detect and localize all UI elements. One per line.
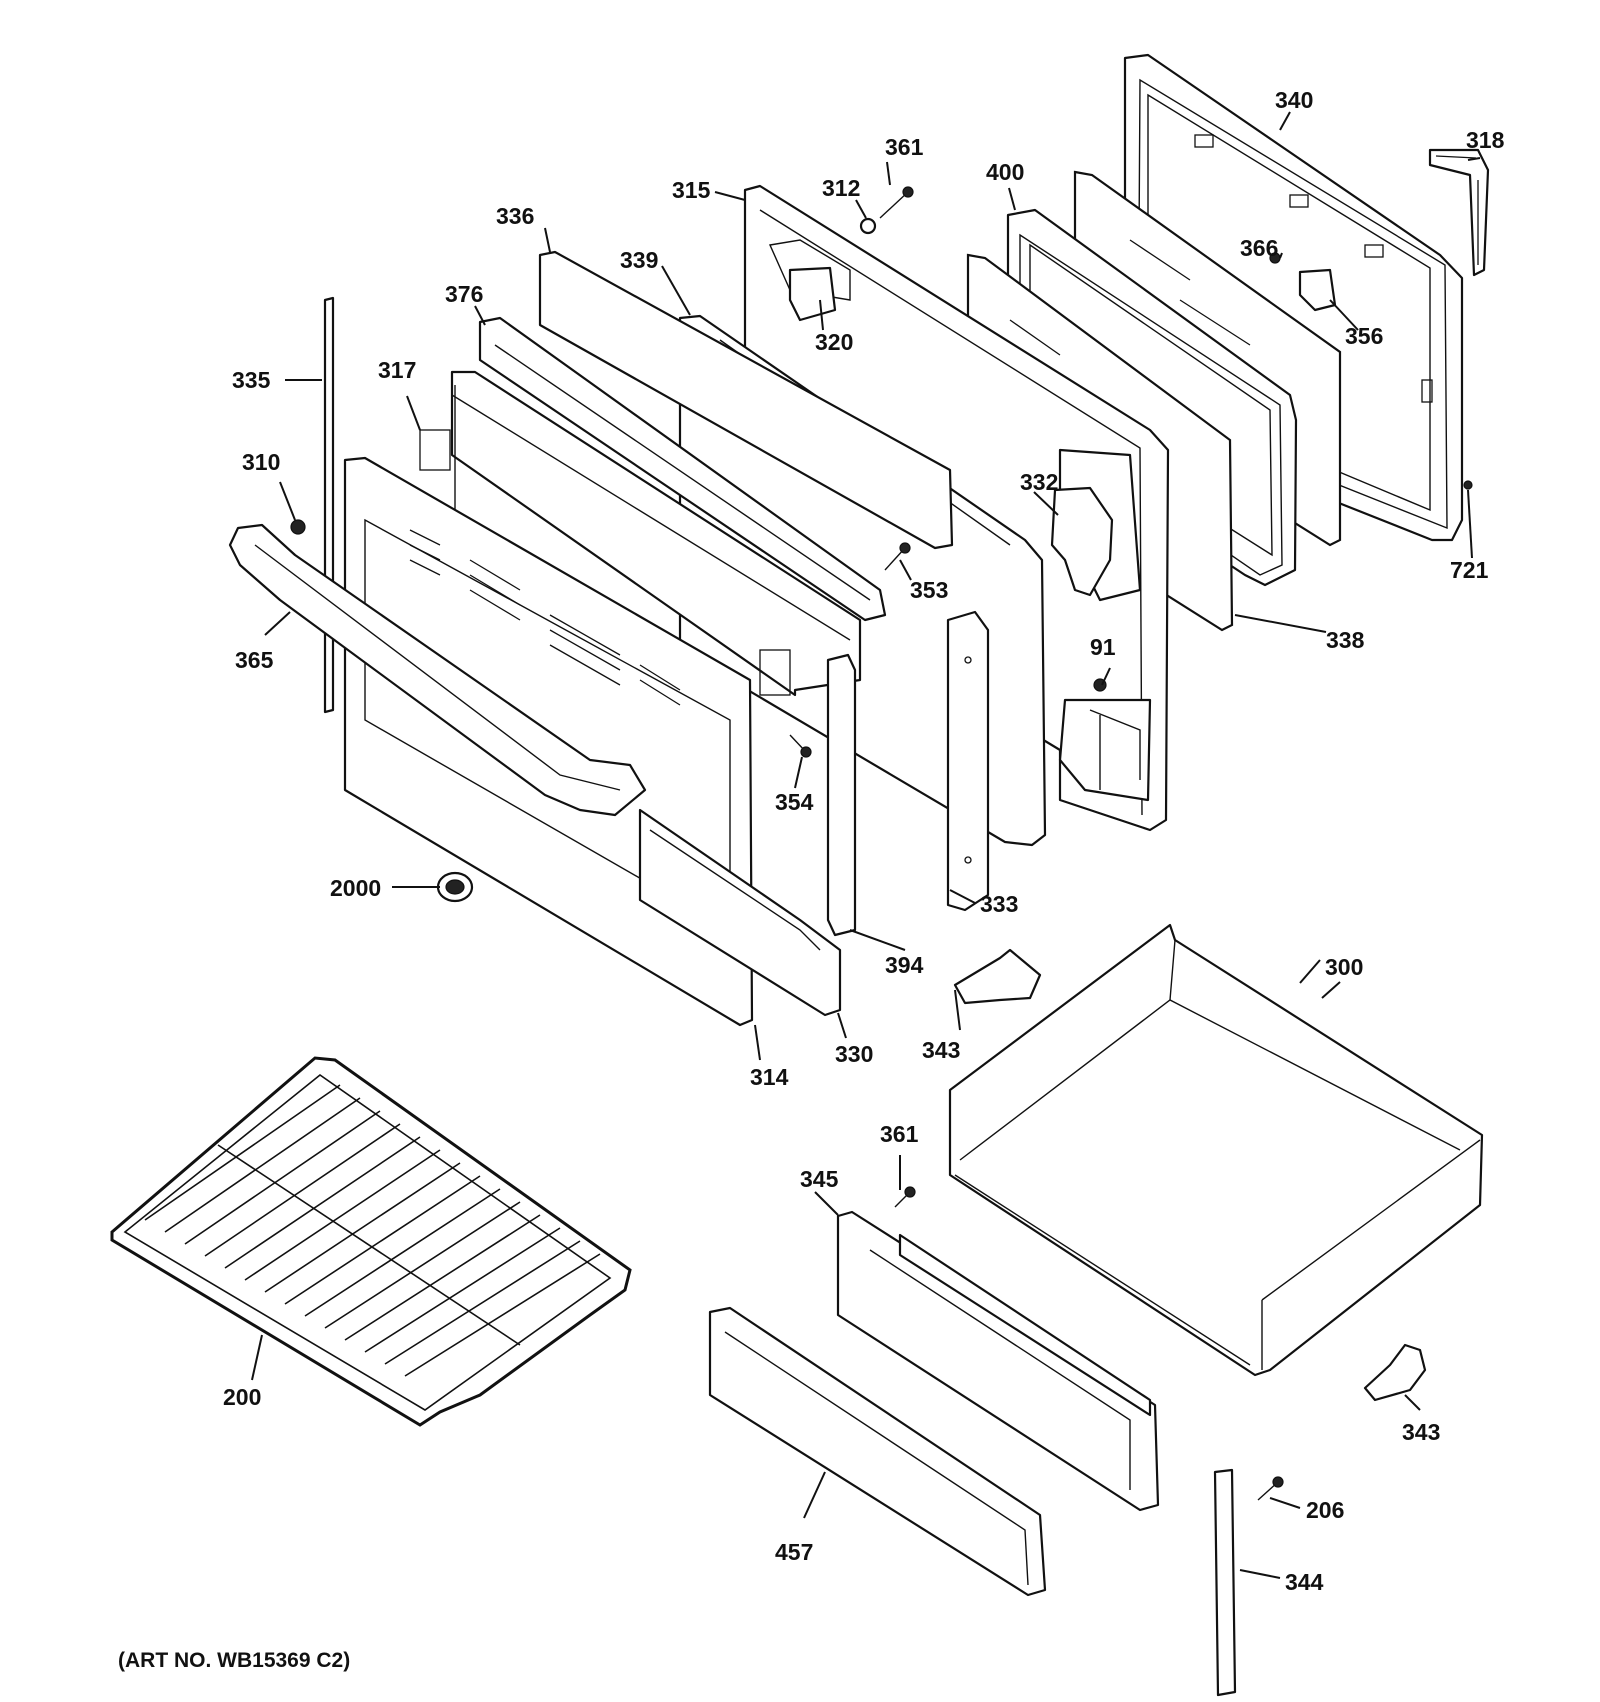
part-336-shield[interactable] (538, 250, 954, 550)
label-336: 336 (496, 203, 534, 229)
label-200: 200 (223, 1384, 261, 1410)
label-315: 315 (672, 177, 711, 203)
label-340: 340 (1275, 87, 1313, 113)
label-338: 338 (1326, 627, 1365, 653)
part-344-rail[interactable] (1213, 1468, 1237, 1697)
leader-lines (251, 111, 1481, 1579)
label-312: 312 (822, 175, 860, 201)
label-318: 318 (1466, 127, 1505, 153)
label-394: 394 (885, 952, 924, 978)
label-376: 376 (445, 281, 483, 307)
part-310-screw[interactable] (290, 519, 306, 535)
label-300: 300 (1325, 954, 1363, 980)
label-314: 314 (750, 1064, 789, 1090)
label-343-right: 343 (1402, 1419, 1440, 1445)
part-345-drawer-frame[interactable] (836, 1210, 1160, 1512)
label-320: 320 (815, 329, 853, 355)
part-343-slide-left[interactable] (953, 948, 1042, 1005)
label-366: 366 (1240, 235, 1278, 261)
label-206: 206 (1306, 1497, 1344, 1523)
part-335-strip[interactable] (323, 296, 335, 714)
label-343-left: 343 (922, 1037, 960, 1063)
label-333: 333 (980, 891, 1018, 917)
label-354: 354 (775, 789, 814, 815)
label-330: 330 (835, 1041, 873, 1067)
label-361-lower: 361 (880, 1121, 919, 1147)
label-335: 335 (232, 367, 271, 393)
label-721: 721 (1450, 557, 1489, 583)
part-300-drawer-box[interactable] (948, 923, 1484, 1377)
part-356-bracket[interactable] (1298, 268, 1337, 312)
part-343-slide-right[interactable] (1363, 1343, 1427, 1402)
label-332: 332 (1020, 469, 1058, 495)
art-number: (ART NO. WB15369 C2) (118, 1649, 350, 1672)
label-400: 400 (986, 159, 1024, 185)
label-317: 317 (378, 357, 416, 383)
part-333-side-panel[interactable] (946, 610, 990, 912)
part-332-bracket[interactable] (1050, 486, 1114, 597)
part-361-screw-top[interactable] (879, 186, 914, 219)
part-2000-badge[interactable] (436, 871, 474, 903)
label-356: 356 (1345, 323, 1383, 349)
part-361-screw-lower[interactable] (894, 1186, 916, 1208)
label-339: 339 (620, 247, 658, 273)
part-394-channel[interactable] (826, 653, 857, 937)
part-353-screw[interactable] (884, 542, 911, 571)
label-2000: 2000 (330, 875, 381, 901)
part-206-screw[interactable] (1257, 1476, 1284, 1501)
label-345: 345 (800, 1166, 839, 1192)
part-376-vent-strip[interactable] (478, 316, 887, 622)
part-330-bottom-trim[interactable] (638, 808, 842, 1017)
label-310: 310 (242, 449, 280, 475)
part-320-hinge[interactable] (788, 266, 837, 322)
part-721-clip[interactable] (1463, 480, 1473, 490)
label-344: 344 (1285, 1569, 1324, 1595)
part-labels: 340 318 361 400 315 312 336 366 339 376 … (223, 87, 1505, 1595)
part-457-drawer-front[interactable] (708, 1306, 1047, 1597)
part-354-screw[interactable] (789, 734, 812, 758)
label-353: 353 (910, 577, 948, 603)
part-200-oven-rack[interactable] (110, 1056, 632, 1427)
label-365: 365 (235, 647, 274, 673)
label-361-top: 361 (885, 134, 924, 160)
label-91: 91 (1090, 634, 1116, 660)
part-312-nut[interactable] (859, 217, 877, 235)
part-318-gasket[interactable] (1428, 148, 1490, 277)
part-365-handle[interactable] (228, 523, 647, 817)
label-457: 457 (775, 1539, 813, 1565)
